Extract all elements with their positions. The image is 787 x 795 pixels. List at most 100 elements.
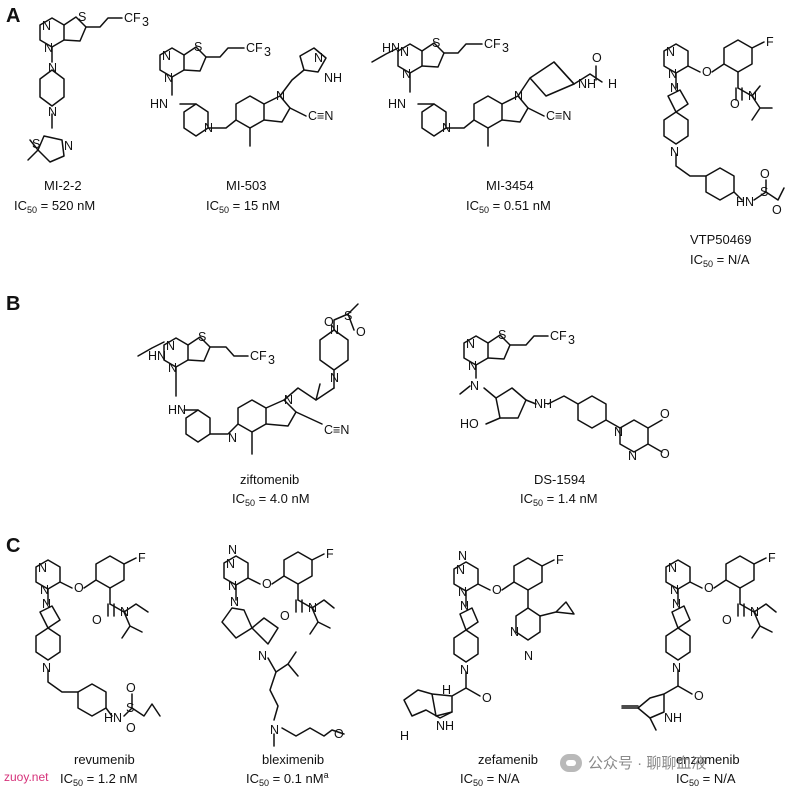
atom-n: N	[330, 323, 339, 337]
atom-n: N	[510, 625, 519, 639]
atom-o: O	[262, 577, 272, 591]
atom-n: N	[40, 583, 49, 597]
atom-cf3-subscript: 3	[502, 41, 509, 55]
atom-hn: HN	[104, 711, 122, 725]
compound-name: enzomenib	[676, 752, 740, 767]
atom-n: N	[228, 579, 237, 593]
atom-n: N	[468, 359, 477, 373]
atom-f: F	[556, 553, 564, 567]
atom-o: O	[730, 97, 740, 111]
atom-s: S	[194, 40, 202, 54]
atom-o: O	[334, 727, 344, 741]
atom-s: S	[498, 328, 506, 342]
atom-o: O	[126, 721, 136, 735]
atom-n: N	[230, 595, 239, 609]
atom-n: N	[514, 89, 523, 103]
compound-name: ziftomenib	[240, 472, 299, 487]
atom-n: N	[226, 557, 235, 571]
compound-name: bleximenib	[262, 752, 324, 767]
atom-o: O	[74, 581, 84, 595]
atom-cf3-subscript: 3	[264, 45, 271, 59]
atom-hn: HN	[168, 403, 186, 417]
atom-n: N	[402, 67, 411, 81]
structure-ds-1594: N N S CF 3 N HO NH N N O O	[459, 328, 670, 463]
atom-nh: NH	[664, 711, 682, 725]
atom-n: N	[166, 339, 175, 353]
atom-o: O	[324, 315, 334, 329]
atom-n: N	[276, 89, 285, 103]
watermark-site: zuoy.net	[4, 770, 49, 784]
ic50-label: IC50 = 520 nM	[14, 198, 95, 215]
atom-n: N	[38, 561, 47, 575]
structure-mi-503: N N S CF 3 HN N N C≡N N NH	[150, 40, 342, 147]
atom-cf3: CF	[246, 41, 263, 55]
atom-o: O	[660, 407, 670, 421]
structure-zefamenib: N N N O F N N N N O NH H H	[400, 549, 575, 743]
atom-n: N	[400, 45, 409, 59]
atom-o: O	[660, 447, 670, 461]
watermark-wechat: 公众号 · 聊聊血液	[560, 752, 706, 773]
structure-enzomenib: N N O F O N N N O NH	[621, 551, 777, 731]
atom-n: N	[42, 597, 51, 611]
ic50-label: IC50 = 15 nM	[206, 198, 280, 215]
atom-h: H	[608, 77, 617, 91]
atom-nh: NH	[324, 71, 342, 85]
atom-o: O	[92, 613, 102, 627]
compound-name: MI-3454	[486, 178, 534, 193]
atom-nh: NH	[436, 719, 454, 733]
atom-hn: HN	[382, 41, 400, 55]
structure-mi-3454: HN N N S CF 3 HN N N C≡N NH O H	[371, 36, 617, 147]
atom-n: N	[666, 45, 675, 59]
atom-n: N	[48, 105, 57, 119]
atom-n: N	[672, 661, 681, 675]
structure-ziftomenib: HN N N S CF 3 HN N N C≡N N N S O O	[137, 303, 366, 455]
atom-o: O	[702, 65, 712, 79]
atom-o: O	[126, 681, 136, 695]
atom-n: N	[162, 49, 171, 63]
compound-name: DS-1594	[534, 472, 585, 487]
atom-n: N	[458, 549, 467, 563]
ic50-label: IC50 = N/A	[460, 771, 520, 788]
atom-hn: HN	[148, 349, 166, 363]
structure-revumenib: N N O F O N N N HN S O O	[35, 551, 161, 735]
atom-n: N	[458, 585, 467, 599]
atom-n: N	[668, 561, 677, 575]
atom-n: N	[314, 51, 323, 65]
atom-cf3-subscript: 3	[268, 353, 275, 367]
ic50-label: IC50 = 1.2 nM	[60, 771, 138, 788]
atom-n: N	[164, 71, 173, 85]
atom-s: S	[344, 309, 352, 323]
atom-o: O	[722, 613, 732, 627]
atom-cf3: CF	[124, 11, 141, 25]
ic50-label: IC50 = N/A	[690, 252, 750, 269]
atom-nh: NH	[578, 77, 596, 91]
atom-s: S	[760, 185, 768, 199]
atom-n: N	[456, 563, 465, 577]
atom-n: N	[64, 139, 73, 153]
atom-f: F	[326, 547, 334, 561]
atom-hn: HN	[388, 97, 406, 111]
atom-hn: HN	[150, 97, 168, 111]
atom-n: N	[42, 661, 51, 675]
atom-s: S	[198, 330, 206, 344]
atom-o: O	[280, 609, 290, 623]
atom-n: N	[330, 371, 339, 385]
ic50-label: IC50 = 4.0 nM	[232, 491, 310, 508]
atom-f: F	[766, 35, 774, 49]
atom-hn: HN	[736, 195, 754, 209]
atom-o: O	[356, 325, 366, 339]
atom-n: N	[44, 41, 53, 55]
atom-n: N	[670, 81, 679, 95]
atom-o: O	[592, 51, 602, 65]
compound-name: VTP50469	[690, 232, 751, 247]
atom-o: O	[760, 167, 770, 181]
atom-f: F	[138, 551, 146, 565]
atom-n: N	[42, 19, 51, 33]
section-label-c: C	[6, 535, 20, 557]
structure-vtp50469: N N O F O N N N HN S O O	[663, 35, 785, 217]
atom-n: N	[228, 431, 237, 445]
atom-n: N	[670, 583, 679, 597]
compound-name: MI-2-2	[44, 178, 82, 193]
atom-o: O	[704, 581, 714, 595]
ic50-label: IC50 = 0.1 nMa	[246, 770, 329, 788]
